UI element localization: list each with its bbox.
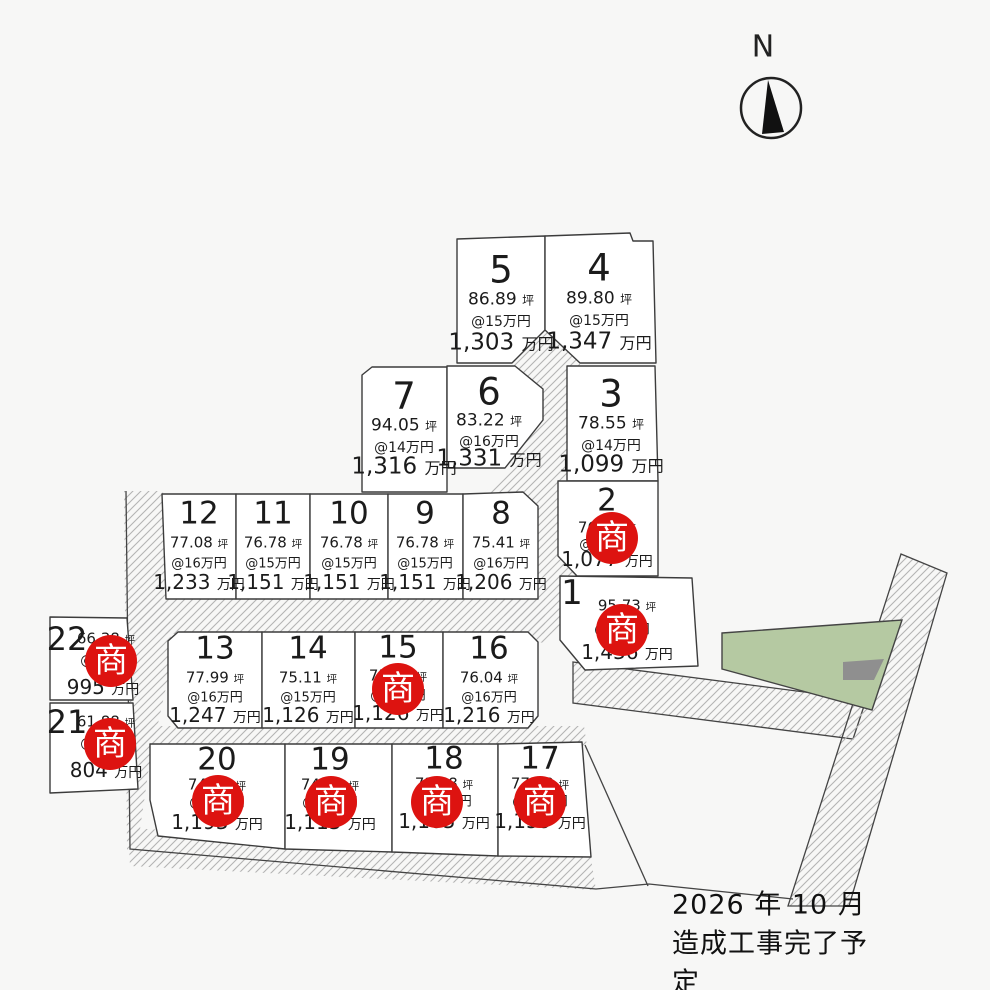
lot-1-sold-badge: 商: [596, 604, 648, 656]
lot-20-number: 20: [197, 741, 237, 778]
lot-12-price: 1,233 万円: [153, 570, 245, 594]
lot-4-number: 4: [587, 246, 611, 290]
lot-6-price: 1,331 万円: [436, 445, 542, 472]
lot-10-price: 1,151 万円: [303, 570, 395, 594]
lot-polygon-8: [462, 491, 539, 600]
lot-12-rate: @16万円: [171, 556, 227, 572]
lot-2-sold-badge: 商: [586, 512, 638, 564]
lot-16-rate: @16万円: [461, 690, 517, 706]
road-east-diagonal: [787, 553, 948, 907]
lot-7-area: 94.05 坪: [371, 415, 437, 436]
lot-7-rate: @14万円: [374, 440, 434, 456]
compass-north-label: N: [751, 29, 775, 65]
lot-10-number: 10: [329, 495, 369, 532]
lot-21-number: 21: [46, 703, 88, 741]
lot-3-area: 78.55 坪: [578, 413, 644, 434]
lot-18-number: 18: [424, 740, 464, 777]
lot-15-sold-badge: 商: [372, 663, 424, 715]
road-row-bc: [130, 726, 587, 746]
lot-10-rate: @15万円: [321, 556, 377, 572]
lot-8-price: 1,206 万円: [455, 570, 547, 594]
lot-17-sold-badge: 商: [514, 776, 566, 828]
lot-17-number: 17: [520, 740, 560, 777]
lot-22-sold-badge: 商: [85, 635, 137, 687]
lot-11-rate: @15万円: [245, 556, 301, 572]
road-row-ab: [130, 598, 545, 634]
lot-12-number: 12: [179, 495, 219, 532]
lot-15-number: 15: [378, 629, 418, 666]
lot-6-rate: @16万円: [459, 434, 519, 450]
lot-14-price: 1,126 万円: [262, 703, 354, 727]
lot-9-number: 9: [415, 495, 435, 532]
lot-5-number: 5: [489, 248, 513, 292]
lot-polygon-6: [446, 365, 544, 469]
lot-4-price: 1,347 万円: [546, 328, 652, 355]
lot-8-area: 75.41 坪: [471, 533, 531, 552]
lot-3-number: 3: [599, 372, 623, 416]
lot-2-number: 2: [597, 482, 617, 519]
lot-20-sold-badge: 商: [192, 775, 244, 827]
lot-22-number: 22: [46, 620, 88, 658]
lot-13-number: 13: [195, 630, 235, 667]
lot-14-area: 75.11 坪: [278, 668, 338, 687]
lot-8-rate: @16万円: [473, 556, 529, 572]
lot-4-area: 89.80 坪: [566, 288, 632, 309]
compass-needle-icon: [762, 80, 784, 134]
lot-polygon-5: [456, 235, 546, 364]
lot-11-area: 76.78 坪: [243, 533, 303, 552]
lot-14-number: 14: [288, 630, 328, 667]
lot-7-number: 7: [392, 374, 416, 418]
lot-9-rate: @15万円: [397, 556, 453, 572]
lot-7-price: 1,316 万円: [351, 453, 457, 480]
lot-3-price: 1,099 万円: [558, 451, 664, 478]
lot-13-area: 77.99 坪: [185, 668, 245, 687]
lot-11-number: 11: [253, 495, 293, 532]
lot-polygon-4: [544, 232, 657, 364]
green-space: [721, 619, 903, 711]
lot-14-rate: @15万円: [280, 690, 336, 706]
lot-6-area: 83.22 坪: [456, 410, 522, 431]
boundary-notch: [584, 744, 649, 887]
lot-19-sold-badge: 商: [305, 776, 357, 828]
lot-9-price: 1,151 万円: [379, 570, 471, 594]
lot-16-price: 1,216 万円: [443, 703, 535, 727]
lot-8-number: 8: [491, 495, 511, 532]
lot-6-number: 6: [477, 370, 501, 414]
lot-5-price: 1,303 万円: [448, 329, 554, 356]
lot-11-price: 1,151 万円: [227, 570, 319, 594]
lot-19-number: 19: [310, 741, 350, 778]
lot-16-number: 16: [469, 630, 509, 667]
lot-5-rate: @15万円: [471, 314, 531, 330]
lot-4-rate: @15万円: [569, 313, 629, 329]
lot-16-area: 76.04 坪: [459, 668, 519, 687]
lot-9-area: 76.78 坪: [395, 533, 455, 552]
lot-polygon-16: [442, 631, 539, 729]
structure-gray: [843, 659, 884, 680]
lot-12-area: 77.08 坪: [169, 533, 229, 552]
compass-circle: [739, 76, 803, 140]
lot-1-number: 1: [561, 573, 583, 613]
lot-3-rate: @14万円: [581, 438, 641, 454]
lot-13-rate: @16万円: [187, 690, 243, 706]
lot-10-area: 76.78 坪: [319, 533, 379, 552]
lot-5-area: 86.89 坪: [468, 289, 534, 310]
compass: [739, 76, 803, 140]
lot-18-sold-badge: 商: [411, 776, 463, 828]
lot-13-price: 1,247 万円: [169, 703, 261, 727]
completion-note: 2026 年 10 月造成工事完了予定: [672, 889, 868, 990]
lot-21-sold-badge: 商: [84, 718, 136, 770]
